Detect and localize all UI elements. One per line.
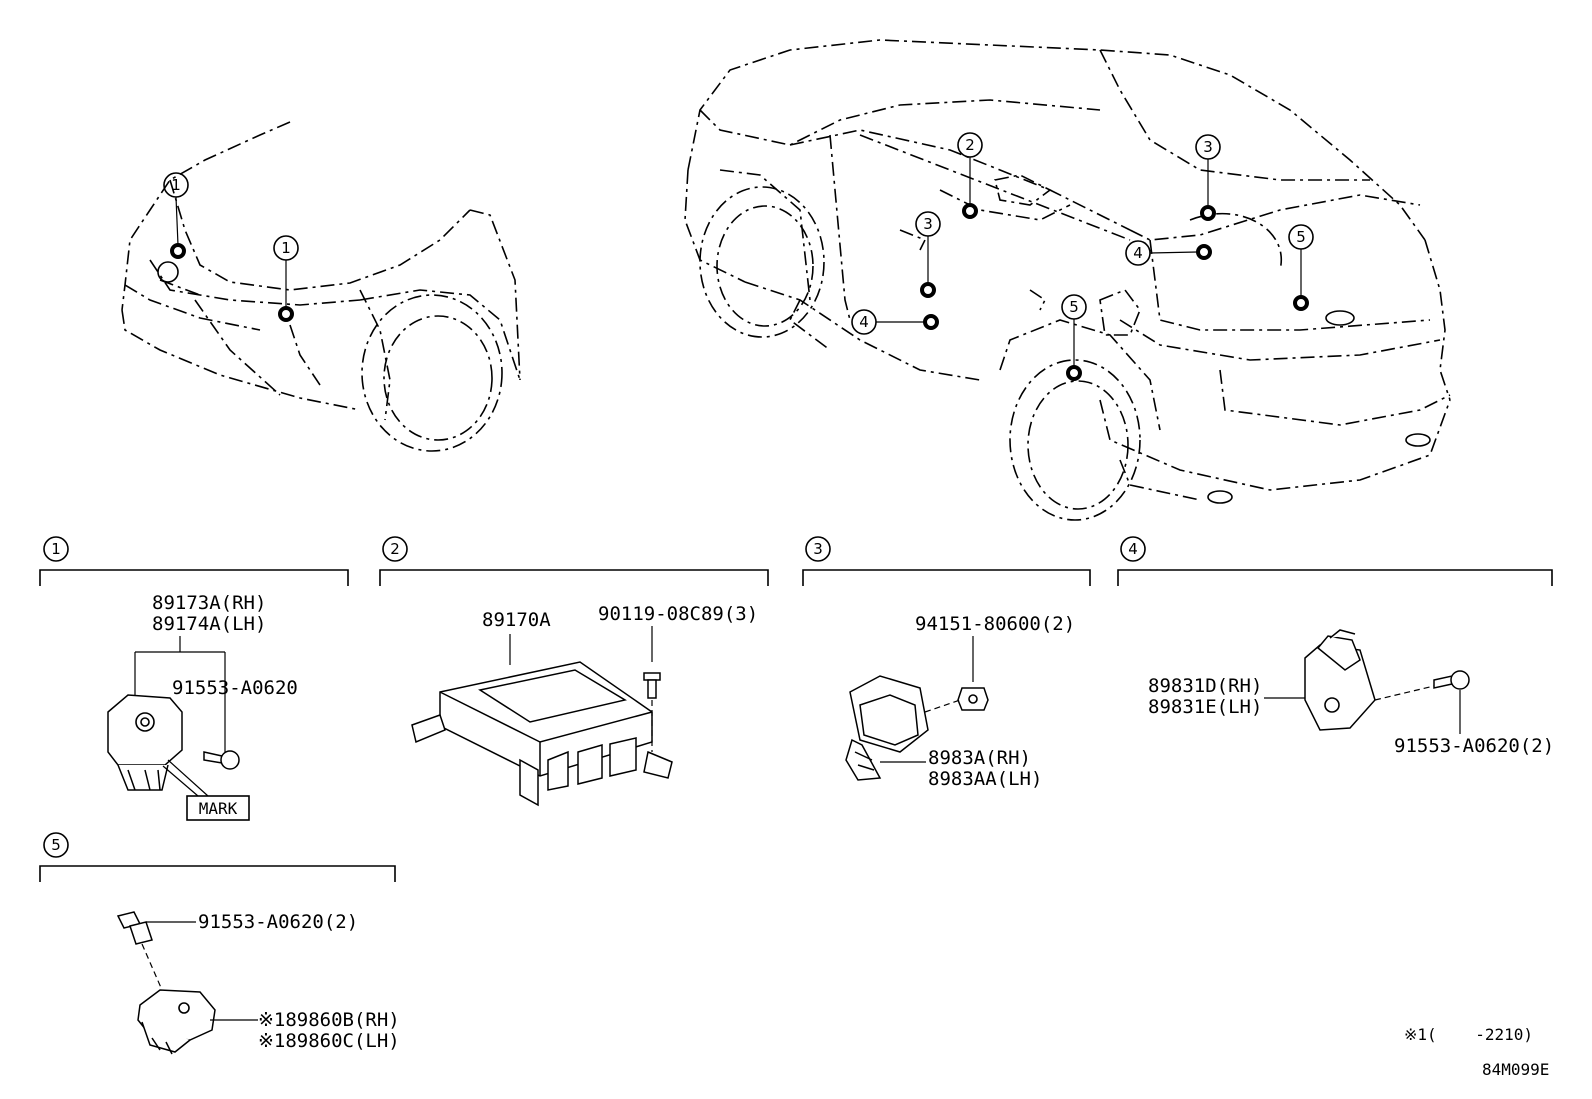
part-label-rh: 89173A(RH)	[152, 592, 266, 614]
rear-vehicle-view	[684, 39, 1451, 521]
rear-callout-4b: 4	[851, 309, 939, 335]
callout-number: 5	[1069, 298, 1079, 316]
part-label-lh: 89831E(LH)	[1148, 696, 1262, 718]
section-1: 1 89173A(RH) 89174A(LH) 91553-A0620 MARK	[39, 536, 349, 821]
bolt-icon	[116, 911, 153, 945]
ecu-label: 89170A	[482, 609, 551, 631]
callout-number: 1	[281, 239, 291, 257]
diagram-code: 84M099E	[1482, 1060, 1549, 1079]
rear-callout-4a: 4	[1125, 240, 1212, 266]
front-impact-sensor	[107, 694, 183, 791]
callout-number: 5	[1296, 228, 1306, 246]
callout-number: 4	[859, 313, 869, 331]
section-bracket	[379, 569, 769, 586]
section-bracket	[1117, 569, 1553, 586]
part-label-rh: 8983A(RH)	[928, 747, 1031, 769]
callout-number: 3	[923, 215, 933, 233]
location-marker	[920, 282, 936, 298]
part-label-lh: 8983AA(LH)	[928, 768, 1042, 790]
rear-callout-3b: 3	[915, 211, 941, 298]
bolt-label: 91553-A0620	[172, 677, 298, 699]
bolt-label: 91553-A0620(2)	[1394, 735, 1554, 757]
callout-number: 2	[965, 136, 975, 154]
bolt-icon	[203, 750, 240, 770]
nut-icon	[957, 687, 989, 711]
side-impact-sensor	[845, 675, 929, 781]
front-callout-1a: 1	[163, 172, 189, 259]
location-marker	[278, 306, 294, 322]
part-label-lh: 89174A(LH)	[152, 613, 266, 635]
front-callout-1b: 1	[273, 235, 299, 322]
location-marker	[962, 203, 978, 219]
location-marker	[923, 314, 939, 330]
rear-callout-3a: 3	[1195, 134, 1221, 221]
mark-label: MARK	[199, 799, 238, 818]
location-marker	[1196, 244, 1212, 260]
section-4: 4 89831D(RH) 89831E(LH) 91553-A0620(2)	[1117, 536, 1554, 757]
bolt-icon	[1433, 670, 1470, 690]
section-5: 5 91553-A0620(2) ※189860B(RH) ※189860C(L…	[39, 832, 400, 1055]
footnote: ※1( -2210)	[1404, 1025, 1533, 1044]
section-bracket	[39, 569, 349, 586]
location-marker	[170, 243, 186, 259]
section-number: 3	[813, 540, 823, 558]
section-number: 4	[1128, 540, 1138, 558]
section-number: 5	[51, 836, 61, 854]
location-marker	[1200, 205, 1216, 221]
rear-callout-5b: 5	[1061, 294, 1087, 381]
section-3: 3 94151-80600(2) 8983A(RH) 8983AA(LH)	[802, 536, 1091, 790]
callout-number: 3	[1203, 138, 1213, 156]
bolt-icon	[643, 672, 661, 699]
rear-callout-5a: 5	[1288, 224, 1314, 311]
location-marker	[1293, 295, 1309, 311]
rear-callout-2: 2	[957, 132, 983, 219]
section-bracket	[39, 865, 396, 882]
part-label-lh: ※189860C(LH)	[258, 1030, 400, 1052]
part-label-rh: 89831D(RH)	[1148, 675, 1262, 697]
rear-impact-sensor	[1304, 629, 1376, 731]
callout-number: 4	[1133, 244, 1143, 262]
rear-side-sensor	[137, 989, 216, 1055]
section-bracket	[802, 569, 1091, 586]
bolt-label: 91553-A0620(2)	[198, 911, 358, 933]
section-number: 1	[51, 540, 61, 558]
location-marker	[1066, 365, 1082, 381]
mark-box	[186, 795, 250, 821]
front-vehicle-view	[121, 121, 521, 452]
section-number: 2	[390, 540, 400, 558]
part-label-rh: ※189860B(RH)	[258, 1009, 400, 1031]
airbag-ecu	[411, 661, 673, 807]
nut-label: 94151-80600(2)	[915, 613, 1075, 635]
section-2: 2 89170A 90119-08C89(3)	[379, 536, 769, 807]
callout-number: 1	[171, 176, 181, 194]
ecu-bolt-label: 90119-08C89(3)	[598, 603, 758, 625]
